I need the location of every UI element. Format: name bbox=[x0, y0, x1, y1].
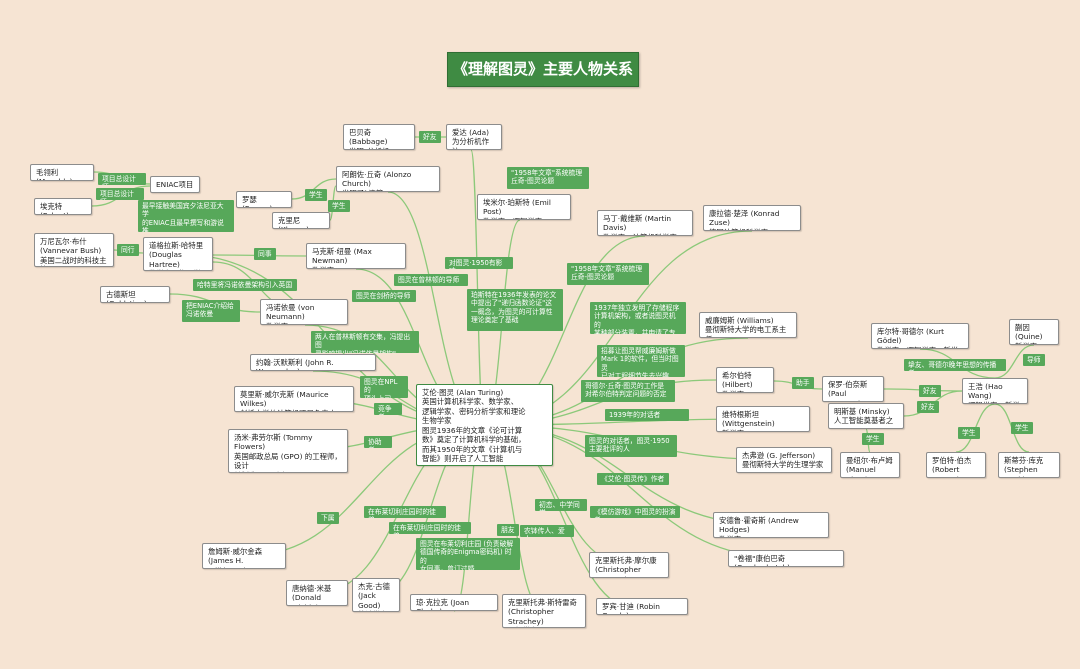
node-post: 埃米尔·珀斯特 (Emil Post) 数学家、逻辑学家 bbox=[477, 194, 571, 220]
label-michie: 在布莱切利庄园时的徒弟 bbox=[364, 506, 446, 518]
node-hodges: 安德鲁·霍奇斯 (Andrew Hodges) 数学家 bbox=[713, 512, 829, 538]
node-gandy: 罗宾·甘迪 (Robin Gandy) bbox=[596, 598, 688, 615]
node-bush: 万尼瓦尔·布什 (Vannevar Bush) 美国二战时的科技主管 bbox=[34, 233, 114, 267]
node-williams: 威廉姆斯 (Williams) 曼彻斯特大学的电工系主任 bbox=[699, 312, 797, 338]
label-peer: 同行 bbox=[117, 244, 139, 256]
node-hartree: 道格拉斯·哈特里 (Douglas Hartree) 数学家、物理学家 bbox=[143, 237, 213, 271]
node-godel: 库尔特·哥德尔 (Kurt Gödel) 数学家、逻辑学家、哲学家 bbox=[871, 323, 969, 349]
label-quine: 导师 bbox=[1023, 354, 1045, 366]
label-williams: 招募让图灵帮威廉姆斯做 Mark 1的软件，但当时图灵 已对工程细节失去兴趣 bbox=[597, 345, 685, 377]
edge-relation bbox=[994, 344, 1035, 379]
label-strachey: 朋友 bbox=[497, 524, 519, 536]
node-minsky: 明斯基 (Minsky) 人工智能奠基者之一 bbox=[828, 403, 904, 429]
label-jefferson: 图灵的对话者，图灵·1950 主要批评的人 bbox=[585, 435, 677, 457]
node-flowers: 汤米·弗劳尔斯 (Tommy Flowers) 英国邮政总局 (GPO) 的工程… bbox=[228, 429, 348, 473]
node-quine: 蒯因 (Quine) 哲学家 bbox=[1009, 319, 1059, 345]
node-zuse: 康拉德·楚泽 (Konrad Zuse) 德国计算机科学家 bbox=[703, 205, 801, 231]
node-mauchly: 毛翎利 (Mauchly) bbox=[30, 164, 94, 181]
node-hilbert: 希尔伯特 (Hilbert) 数学家 bbox=[716, 367, 774, 393]
label-good: 在布莱切利庄园时的徒弟 bbox=[389, 522, 471, 534]
node-michie: 唐纳德·米基 (Donald Michie) bbox=[286, 580, 348, 606]
page-title: 《理解图灵》主要人物关系 bbox=[447, 52, 639, 87]
label-hodges: 《艾伦·图灵传》作者 bbox=[597, 473, 669, 485]
node-neumann: 冯诺依曼 (von Neumann) 数学家 bbox=[260, 299, 348, 325]
label-colleague: 同事 bbox=[254, 248, 276, 260]
label-chief: 项目总设计师 bbox=[96, 188, 144, 200]
label-collaborator: 协助者 bbox=[364, 436, 392, 448]
node-kleene: 克里尼 (Kleene) bbox=[272, 212, 330, 229]
node-jefferson: 杰弗逊 (G. Jefferson) 曼彻斯特大学的生理学家 bbox=[736, 447, 832, 473]
label-clarke: 图灵在布莱切利庄园 (负责破解 德国传奇的Enigma密码机) 时的 女同事，曾… bbox=[416, 538, 520, 570]
node-ada: 爱达 (Ada) 为分析机作注 bbox=[446, 124, 502, 150]
node-strachey: 克里斯托弗·斯特雷奇 (Christopher Strachey) 逻辑学家 bbox=[502, 594, 586, 628]
node-turing: 艾伦·图灵 (Alan Turing) 英国计算机科学家、数学家、 逻辑学家、密… bbox=[416, 384, 553, 466]
node-wilkinson: 詹姆斯·威尔金森 (James H. Wilkinson) bbox=[202, 543, 286, 569]
node-cook: 斯蒂芬·库克 (Stephen Cook) bbox=[998, 452, 1060, 478]
node-davis: 马丁·戴维斯 (Martin Davis) 数学家、计算机科学家 bbox=[597, 210, 693, 236]
label-hartree-intro: 哈特里将冯诺依曼架构引入英国 bbox=[193, 279, 297, 291]
label-haowang-friend: 好友 bbox=[919, 385, 941, 397]
node-rosser: 罗瑟 (Rosser) bbox=[236, 191, 292, 208]
label-newman-influence: 对图灵·1950有影响 bbox=[445, 257, 513, 269]
label-friend: 好友 bbox=[419, 131, 441, 143]
label-gandy: 农钵传人、爱人 bbox=[520, 525, 574, 537]
label-wilkinson: 下属 bbox=[317, 512, 339, 524]
label-zuse1937: 1937年独立发明了存储程序 计算机架构，或者说图灵机的 某种部分装置，并申请了… bbox=[590, 302, 686, 334]
label-haowang-friend2: 好友 bbox=[917, 401, 939, 413]
node-womersley: 约翰·沃默斯利 (John R. Womersley) bbox=[250, 354, 376, 371]
label-student-kleene: 学生 bbox=[328, 200, 350, 212]
node-newman: 马克斯·纽曼 (Max Newman) 数学家 bbox=[306, 243, 406, 269]
node-eckert: 埃克特 (Eckert) bbox=[34, 198, 92, 215]
node-bernays: 保罗·伯奈斯 (Paul Bernays) bbox=[822, 376, 884, 402]
label-godel: 挚友、哥德尔晚年思想的传播者 bbox=[904, 359, 1006, 371]
node-eniac: ENIAC项目 bbox=[150, 176, 200, 193]
node-good: 杰克·古德 (Jack Good) 统计学家 bbox=[352, 578, 400, 612]
label-newman-mentor: 图灵在曾林顿的导师 bbox=[394, 274, 468, 286]
label-cumberbatch: 《模仿游戏》中图灵的扮演者 bbox=[590, 506, 680, 518]
node-church: 阿朗佐·丘奇 (Alonzo Church) 发明了λ演算 bbox=[336, 166, 440, 192]
label-post1936: 珀斯特在1936年发表的论文 中提出了"递归函数论证"这 一概念，为图灵的可计算… bbox=[467, 289, 563, 331]
label-berger: 学生 bbox=[958, 427, 980, 439]
label-blum: 学生 bbox=[862, 433, 884, 445]
label-cook: 学生 bbox=[1011, 422, 1033, 434]
label-eniac-intro: 把ENIAC介绍给 冯诺依曼 bbox=[182, 300, 240, 322]
node-wittgenstein: 维特根斯坦 (Wittgenstein) 哲学家 bbox=[716, 406, 810, 432]
node-berger: 罗伯特·伯杰 (Robert Berger) bbox=[926, 452, 986, 478]
label-hilbert: 哥德尔·丘奇·图灵的工作是 对希尔伯特判定问题的否定 bbox=[581, 380, 675, 402]
node-cumberbatch: "卷福"康伯巴奇 (Cumberbatch) bbox=[728, 550, 844, 567]
node-morcom: 克里斯托弗·摩尔康 (Christopher Morcom) bbox=[589, 552, 669, 578]
label-morcom: 初恋、中学同学 bbox=[535, 499, 587, 511]
node-goldstine: 古德斯坦 (Goldstine) bbox=[100, 286, 170, 303]
label-pilot: 项目总设计师 bbox=[98, 173, 146, 185]
node-wilkes: 莫里斯·威尔克斯 (Maurice Wilkes) 剑桥大学的计算机项目负责人 bbox=[234, 386, 354, 412]
node-haowang: 王浩 (Hao Wang) 逻辑学家、哲学家 bbox=[962, 378, 1028, 404]
node-babbage: 巴贝奇 (Babbage) 发明"分析机" bbox=[343, 124, 415, 150]
node-blum: 曼纽尔·布卢姆 (Manuel Blum) bbox=[840, 452, 900, 478]
label-post1958: "1958年文章"系统梳理 丘奇-图灵论题 bbox=[507, 167, 589, 189]
label-bernays: 助手 bbox=[792, 377, 814, 389]
label-student-rosser: 学生 bbox=[305, 189, 327, 201]
label-eniac-desc: 最早接触美国宾夕法尼亚大学 的ENIAC且最早撰写和游说推 EDVAC报告的英国… bbox=[138, 200, 234, 232]
label-neumann-mentor: 图灵在剑桥的导师 bbox=[352, 290, 416, 302]
label-competitor: 竞争者 bbox=[374, 403, 402, 415]
label-npl: 图灵在NPL的 顶头上司 bbox=[360, 376, 408, 398]
label-wittgenstein: 1939年的对话者 bbox=[605, 409, 689, 421]
label-davis1958: "1958年文章"系统梳理 丘奇-图灵论题 bbox=[567, 263, 649, 285]
label-womersley: 两人在普林斯顿有交集，冯提出图 灵影响提出"冯诺依曼架构" bbox=[311, 331, 419, 353]
node-clarke: 琼·克拉克 (Joan Clarke) bbox=[410, 594, 498, 611]
